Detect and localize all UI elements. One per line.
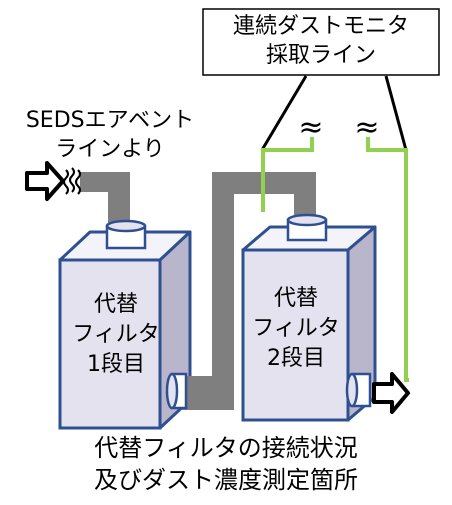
monitor-box-label: 連続ダストモニタ 採取ライン xyxy=(203,12,439,70)
filter-2-line-2: フィルタ xyxy=(252,316,340,341)
filter-1-label: 代替 フィルタ 1段目 xyxy=(62,290,170,380)
filter-1-line-2: フィルタ xyxy=(72,322,160,347)
filter-1-top-collar xyxy=(105,219,147,250)
sampling-line-left xyxy=(260,75,314,212)
break-symbol-right: ≈ xyxy=(354,110,379,145)
monitor-box-line-2: 採取ライン xyxy=(265,43,376,68)
inlet-arrow-icon xyxy=(25,161,65,201)
source-line-1: SEDSエアベント xyxy=(25,108,195,133)
sampling-line-right xyxy=(366,75,409,382)
caption-line-2: 及びダスト濃度測定箇所 xyxy=(94,466,358,494)
filter-1-outlet-collar xyxy=(165,372,188,410)
filter-2-outlet-collar xyxy=(345,372,372,408)
source-label: SEDSエアベント ラインより xyxy=(0,106,220,164)
break-symbol-left: ≈ xyxy=(298,110,323,145)
filter-1-line-1: 代替 xyxy=(93,292,138,317)
filter-1-line-3: 1段目 xyxy=(87,352,145,377)
outlet-arrow-icon xyxy=(372,372,410,414)
airflow-squiggle-icon xyxy=(63,167,81,195)
filter-2-body xyxy=(241,225,377,422)
filter-2-top-collar xyxy=(286,213,328,242)
diagram-caption: 代替フィルタの接続状況 及びダスト濃度測定箇所 xyxy=(0,432,452,496)
filter-2-label: 代替 フィルタ 2段目 xyxy=(248,284,344,374)
filter-2-line-3: 2段目 xyxy=(267,346,325,371)
caption-line-1: 代替フィルタの接続状況 xyxy=(94,434,358,462)
filter-2-line-1: 代替 xyxy=(273,286,318,311)
source-line-2: ラインより xyxy=(55,137,165,162)
monitor-box-line-1: 連続ダストモニタ xyxy=(232,14,409,39)
monitor-sampling-box xyxy=(202,8,440,76)
